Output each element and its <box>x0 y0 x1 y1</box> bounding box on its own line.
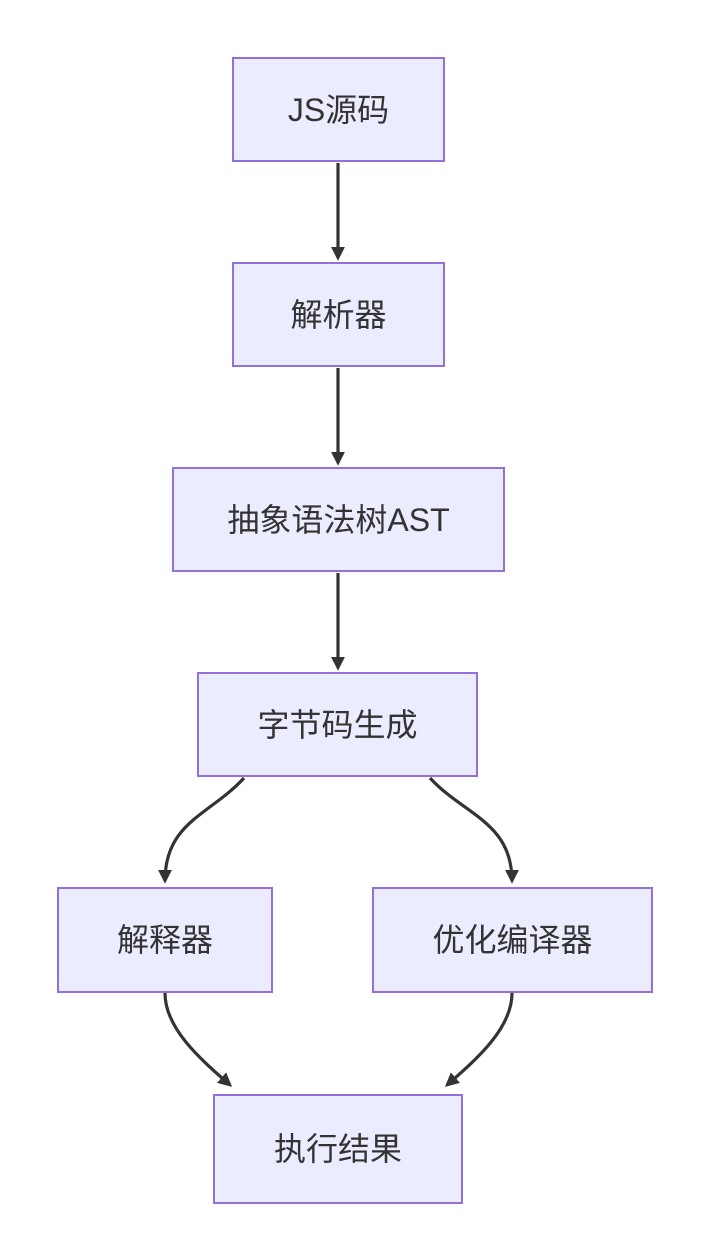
edge-bytecode-interpreter <box>158 776 246 884</box>
node-optimizing-compiler: 优化编译器 <box>372 887 653 993</box>
node-js-source-label: JS源码 <box>287 91 390 128</box>
node-bytecode-generation-label: 字节码生成 <box>257 706 418 743</box>
edge-bytecode-optimizer <box>428 776 519 884</box>
node-interpreter-label: 解释器 <box>116 922 213 958</box>
node-execution-result: 执行结果 <box>213 1094 463 1204</box>
node-ast: 抽象语法树AST <box>172 467 505 572</box>
edge-optimizer-result <box>444 992 514 1087</box>
node-optimizing-compiler-label: 优化编译器 <box>432 922 593 958</box>
node-execution-result-label: 执行结果 <box>273 1131 402 1167</box>
edge-interpreter-result <box>163 992 233 1087</box>
node-ast-label: 抽象语法树AST <box>227 501 450 538</box>
node-parser-label: 解析器 <box>290 296 387 333</box>
node-parser: 解析器 <box>232 262 445 367</box>
node-bytecode-generation: 字节码生成 <box>197 672 478 777</box>
node-interpreter: 解释器 <box>57 887 273 993</box>
node-js-source: JS源码 <box>232 57 445 162</box>
